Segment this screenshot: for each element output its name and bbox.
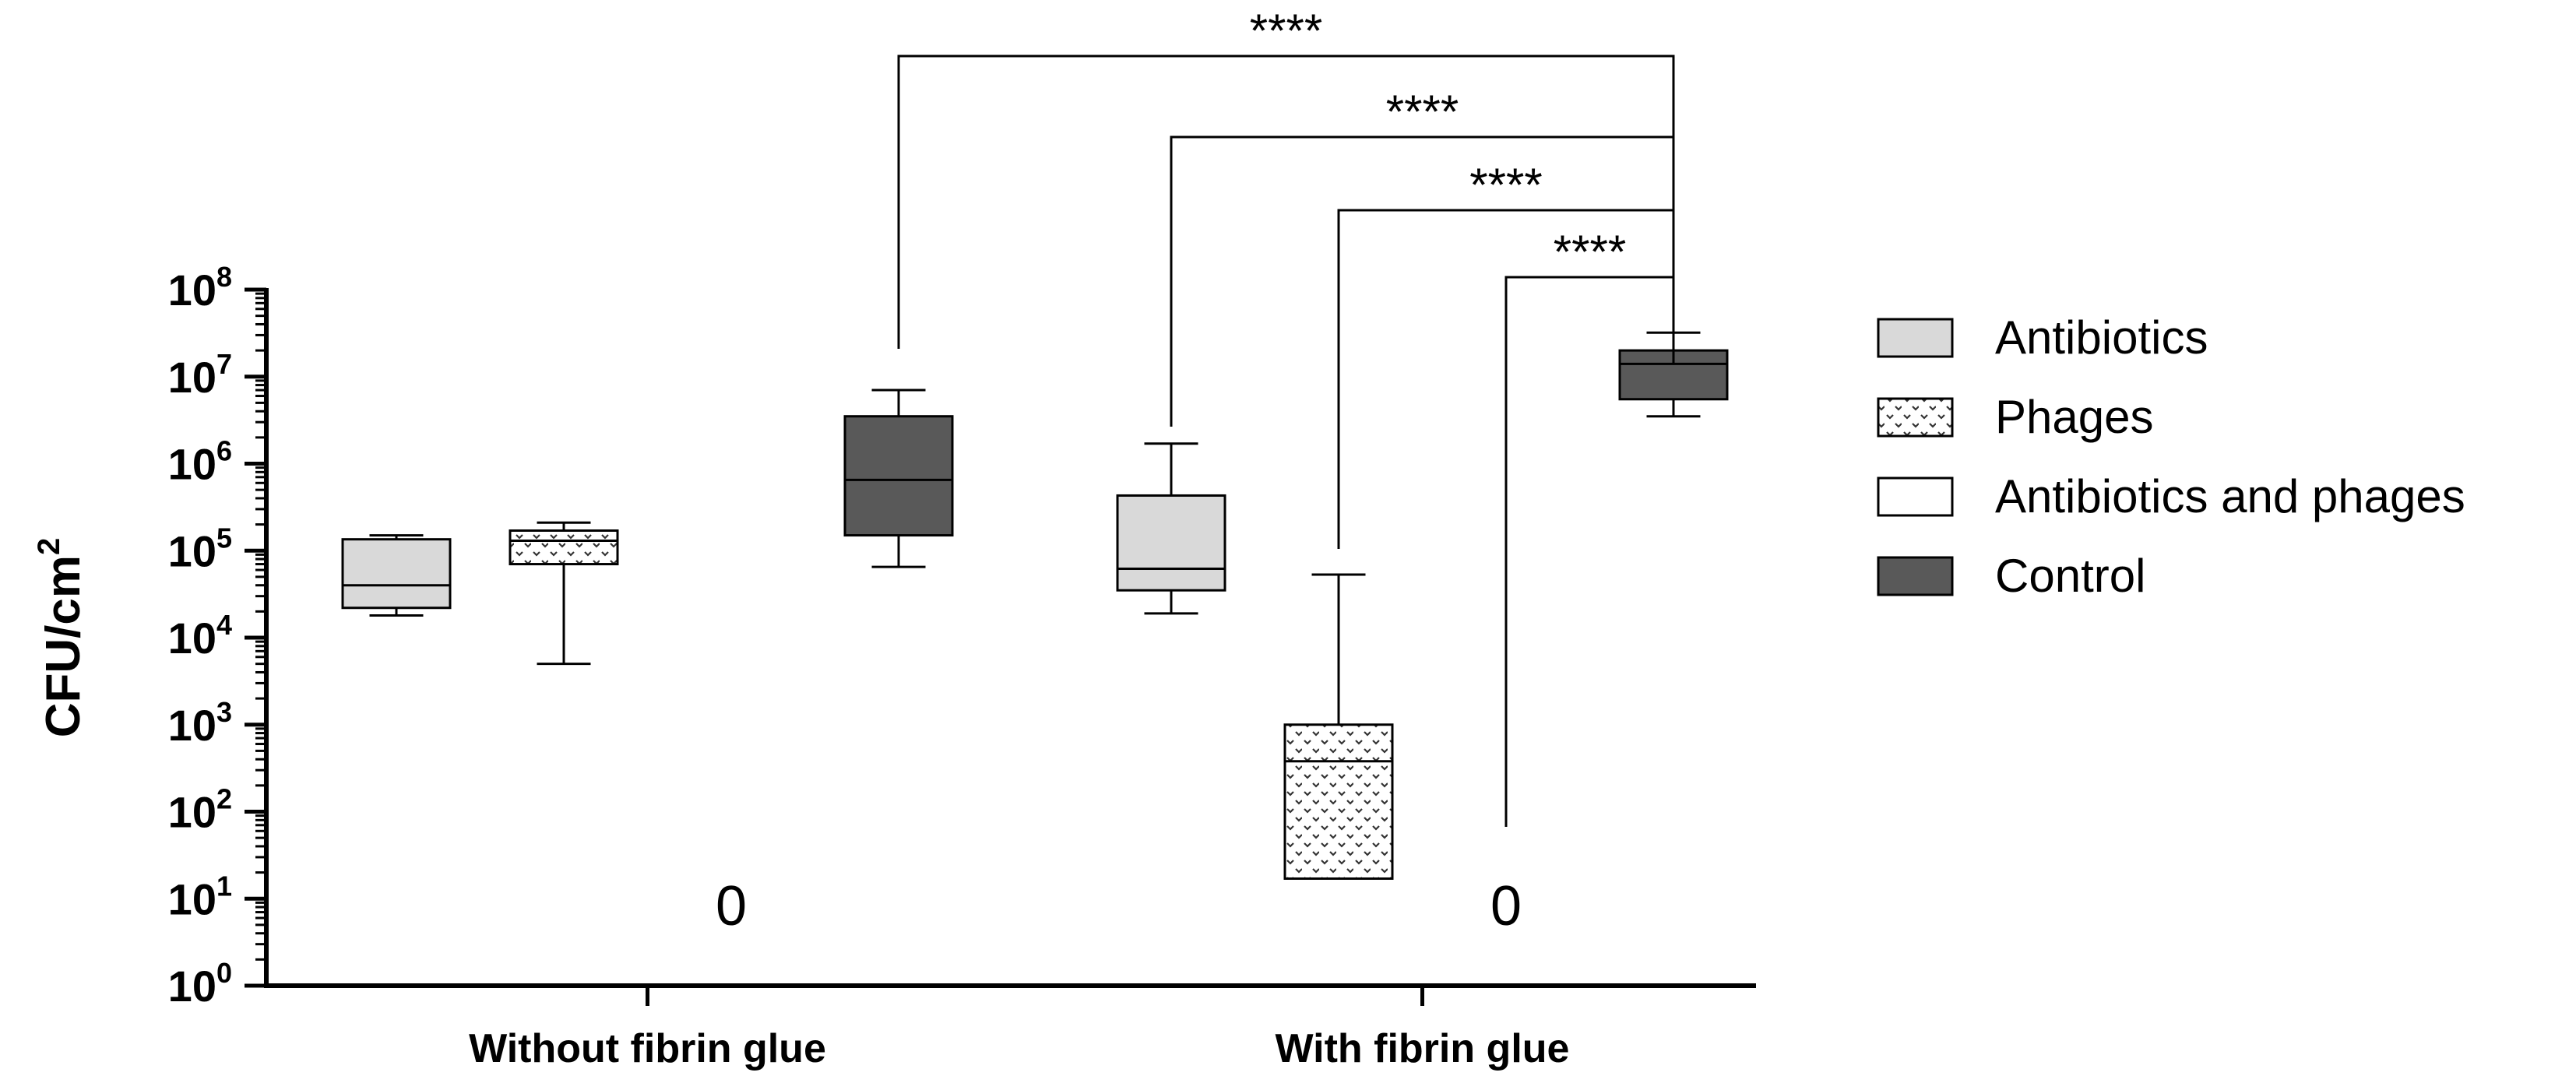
y-tick-exponent: 6 (216, 435, 232, 467)
y-tick-label: 106 (168, 435, 232, 489)
y-tick-exponent: 4 (216, 609, 232, 641)
significance-label: **** (1554, 226, 1626, 278)
y-tick-label: 101 (168, 870, 232, 923)
y-tick-base: 10 (168, 614, 216, 663)
y-tick-label: 100 (168, 957, 232, 1011)
legend-swatch (1877, 397, 1954, 438)
y-tick-base: 10 (168, 788, 216, 837)
y-tick-exponent: 2 (216, 783, 232, 815)
legend-swatch (1877, 476, 1954, 517)
y-tick-label: 104 (168, 609, 232, 663)
significance-annotations: **************** (897, 5, 1675, 827)
y-tick-base: 10 (168, 440, 216, 489)
bracket-line (1170, 135, 1675, 427)
box-iqr (341, 538, 452, 610)
y-tick-exponent: 0 (216, 957, 232, 989)
x-group-label: Without fibrin glue (469, 1026, 826, 1071)
significance-label: **** (1469, 159, 1542, 211)
box-iqr (1283, 723, 1394, 880)
zero-label: 0 (1490, 875, 1522, 937)
y-tick-base: 10 (168, 353, 216, 402)
legend-item-antibiotics-and-phages: Antibiotics and phages (1877, 470, 2465, 522)
significance-bracket: **** (1504, 226, 1675, 827)
box-iqr (509, 529, 619, 566)
significance-label: **** (1250, 5, 1322, 57)
zero-label: 0 (716, 875, 747, 937)
y-tick-label: 103 (168, 696, 232, 750)
y-tick-base: 10 (168, 874, 216, 923)
y-axis-label-superscript: 2 (32, 538, 66, 555)
y-tick-base: 10 (168, 701, 216, 750)
y-tick-label: 108 (168, 261, 232, 315)
box-control (843, 389, 954, 568)
significance-label: **** (1386, 86, 1459, 138)
y-tick-exponent: 8 (216, 261, 232, 293)
legend-swatch (1877, 556, 1954, 596)
significance-bracket: **** (1337, 159, 1675, 549)
bracket-line (897, 55, 1675, 349)
box-phages (509, 521, 619, 666)
y-tick-exponent: 5 (216, 522, 232, 554)
significance-bracket: **** (897, 5, 1675, 349)
bracket-line (1337, 209, 1675, 549)
legend-swatch (1877, 318, 1954, 358)
y-tick-label: 102 (168, 783, 232, 837)
box-phages (1283, 573, 1394, 880)
box-iqr (843, 415, 954, 537)
y-tick-exponent: 3 (216, 696, 232, 728)
y-tick-label: 107 (168, 348, 232, 402)
y-tick-exponent: 1 (216, 870, 232, 902)
y-tick-base: 10 (168, 526, 216, 575)
y-axis-label-text: CFU/cm (37, 555, 90, 737)
bracket-line (1504, 276, 1675, 827)
y-tick-base: 10 (168, 962, 216, 1011)
legend-item-antibiotics: Antibiotics (1877, 311, 2208, 364)
y-tick-label: 105 (168, 522, 232, 575)
y-tick-exponent: 7 (216, 348, 232, 380)
box-iqr (1116, 494, 1226, 592)
legend-label: Antibiotics (1995, 311, 2208, 364)
legend-item-phages: Phages (1877, 391, 2154, 443)
legend-label: Control (1995, 550, 2145, 602)
y-tick-base: 10 (168, 265, 216, 315)
significance-bracket: **** (1170, 86, 1675, 427)
box-antibiotics (1116, 442, 1226, 615)
legend-label: Phages (1995, 391, 2154, 443)
box-antibiotics (341, 534, 452, 617)
legend-label: Antibiotics and phages (1995, 470, 2465, 522)
x-group-label: With fibrin glue (1276, 1026, 1570, 1071)
legend-item-control: Control (1877, 550, 2145, 602)
y-axis-label: CFU/cm2 (32, 538, 90, 738)
